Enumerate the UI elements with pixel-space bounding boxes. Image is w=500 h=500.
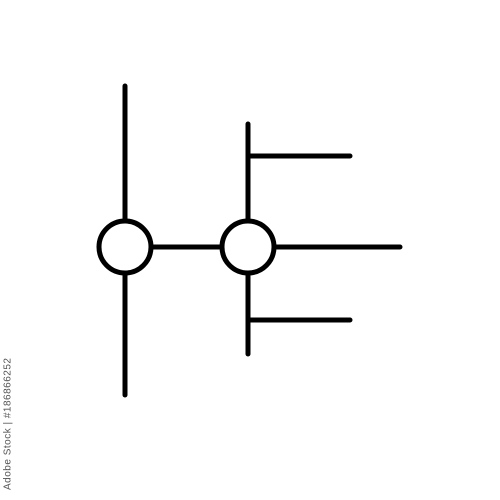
stock-id-watermark: Adobe Stock | #186866252 <box>2 357 14 490</box>
right-node-circle <box>219 218 277 276</box>
left-node-circle <box>96 218 154 276</box>
